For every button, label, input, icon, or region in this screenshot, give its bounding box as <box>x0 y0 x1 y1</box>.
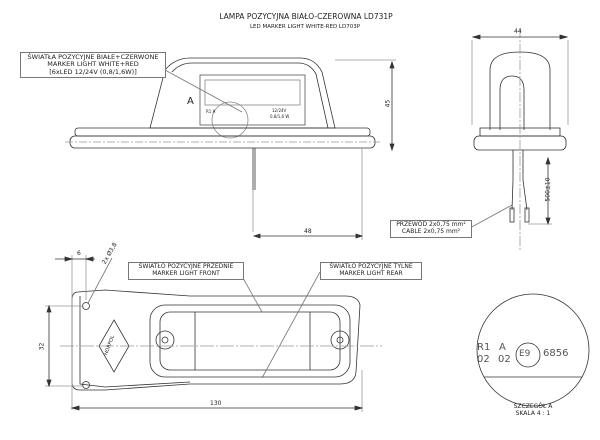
label-line: MARKER LIGHT FRONT <box>152 269 220 277</box>
lens-voltage: 12/24V <box>272 108 287 113</box>
label-line: PRZEWÓD 2x0,75 mm² <box>396 221 466 228</box>
drawing-title: LAMPA POZYCYJNA BIAŁO-CZEROWNA LD731P <box>219 12 393 21</box>
side-view <box>469 28 569 250</box>
label-line: [6xLED 12/24V (0,8/1,6W)] <box>49 67 137 76</box>
label-line: ŚWIATŁO POZYCYJNE PRZEDNIE <box>138 263 234 270</box>
dim-cable-len: 500±10 <box>544 177 552 202</box>
detail-approval-number: 6856 <box>543 348 569 359</box>
detail-marker: A <box>187 96 194 107</box>
detail-a-circle <box>476 293 590 407</box>
label-line: ŚWIATŁA POZYCYJNE BIAŁE+CZERWONE <box>27 53 159 61</box>
lens-marking-r1: R1 A <box>206 109 216 114</box>
label-line: MARKER LIGHT WHITE+RED <box>47 60 139 69</box>
main-light-label: ŚWIATŁA POZYCYJNE BIAŁE+CZERWONE MARKER … <box>20 52 166 79</box>
detail-caption: SZCZEGÓŁ A SKALA 4 : 1 <box>505 403 561 417</box>
lens-power: 0,8/1,6 W <box>270 114 290 119</box>
front-view <box>65 57 396 240</box>
dim-hole-spacing: 32 <box>38 342 46 351</box>
label-line: CABLE 2x0,75 mm² <box>401 227 461 235</box>
drawing-subtitle: LED MARKER LIGHT WHITE-RED LD703P <box>249 24 361 30</box>
label-line: SKALA 4 : 1 <box>515 409 551 417</box>
dim-cable-pos: 48 <box>304 228 312 235</box>
label-line: SZCZEGÓŁ A <box>513 403 553 410</box>
detail-02-left: 02 <box>477 354 490 365</box>
dim-height: 45 <box>384 99 392 108</box>
dim-length: 130 <box>210 400 222 407</box>
label-line: MARKER LIGHT REAR <box>339 269 403 277</box>
detail-a: A <box>499 342 506 353</box>
dim-width-side: 44 <box>514 28 522 35</box>
r1: R1 <box>206 109 212 114</box>
dim-hole-offset: 6 <box>77 250 81 257</box>
detail-r1: R1 <box>477 342 491 353</box>
rear-light-label: ŚWIATŁO POZYCYJNE TYLNE MARKER LIGHT REA… <box>320 262 422 280</box>
front-light-label: ŚWIATŁO POZYCYJNE PRZEDNIE MARKER LIGHT … <box>128 262 244 280</box>
label-line: ŚWIATŁO POZYCYJNE TYLNE <box>329 263 413 270</box>
a: A <box>212 109 216 114</box>
detail-e9-mark: E9 <box>519 349 531 359</box>
cable-label: PRZEWÓD 2x0,75 mm² CABLE 2x0,75 mm² <box>390 220 472 238</box>
bottom-view <box>45 255 382 412</box>
detail-02-right: 02 <box>498 354 511 365</box>
